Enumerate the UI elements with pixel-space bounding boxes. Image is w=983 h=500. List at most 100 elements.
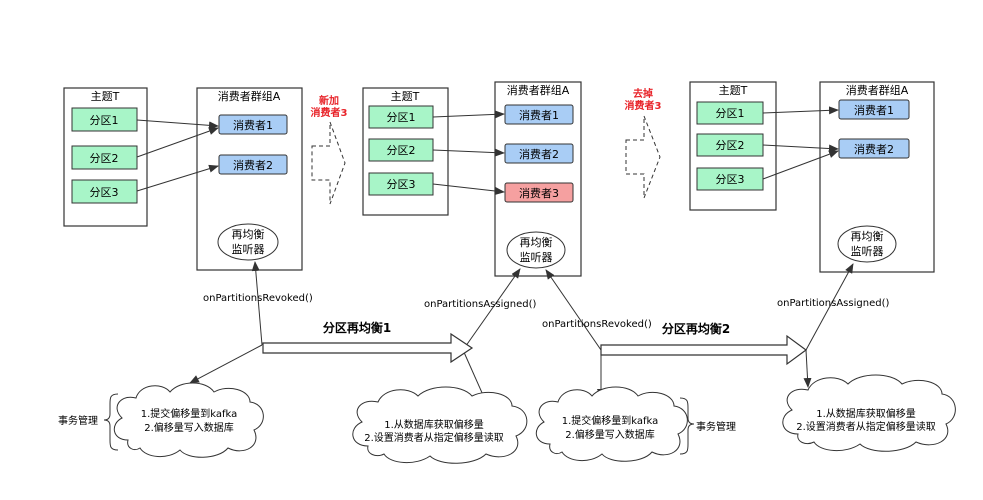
topic-title-1: 主题T [91,90,120,103]
partition-label: 分区2 [716,139,745,152]
brace-right [679,397,695,455]
callbacks: onPartitionsRevoked() onPartitionsAssign… [189,261,889,405]
tx-brace-2: 事务管理 [679,397,736,455]
consumer-label: 消费者2 [519,147,559,161]
callback-label-revoked-2: onPartitionsRevoked() [542,319,652,330]
transition-label: 消费者3 [311,106,348,119]
callback-label-assigned-2: onPartitionsAssigned() [777,298,889,309]
callback-line [805,263,854,351]
rebalance-listener-1 [217,223,279,261]
transition-label: 新加 [319,94,339,107]
cloud-shape [782,374,956,452]
listener-label: 再均衡 [520,236,553,249]
group-title-3: 消费者群组A [846,83,909,97]
transition-1: 新加 消费者3 [311,94,348,205]
consumer-3-1 [838,99,910,120]
assign-arrow [136,164,219,192]
assign-arrow [432,183,505,195]
cloud-line: 2.设置消费者从指定偏移量读取 [364,431,504,444]
cloud-commit-1: 1.提交偏移量到kafka 2.偏移量写入数据库 [113,382,264,458]
cloud-line: 2.偏移量写入数据库 [565,428,655,441]
cloud-fetch-1: 1.从数据库获取偏移量 2.设置消费者从指定偏移量读取 [352,386,528,464]
cloud-line: 2.设置消费者从指定偏移量读取 [796,420,936,433]
partition-1-1 [71,107,138,132]
callback-line [251,261,263,346]
consumer-label: 消费者1 [854,103,894,117]
rebalance-label-1: 分区再均衡1 [323,320,391,335]
stage-1: 主题T 分区1 分区2 分区3 消费者群组A 消费者1 消费者2 再均衡 监听器 [63,87,303,271]
rebalance-arrow-2 [600,334,808,366]
cloud-commit-2: 1.提交偏移量到kafka 2.偏移量写入数据库 [535,386,688,462]
cloud-line: 1.从数据库获取偏移量 [816,407,916,420]
consumer-label: 消费者1 [519,108,559,122]
callback-line [462,268,521,351]
callback-label-assigned-1: onPartitionsAssigned() [424,299,536,310]
dashed-arrow-1 [311,121,346,205]
cloud-shape [352,386,528,464]
cloud-shape [535,386,688,462]
tx-brace-1: 事务管理 [58,393,119,451]
partition-1-2 [71,145,138,170]
partition-label: 分区3 [90,186,119,199]
listener-label: 再均衡 [232,228,265,241]
partition-label: 分区1 [716,107,745,120]
consumer-label: 消费者3 [519,186,559,200]
topic-title-2: 主题T [391,90,420,103]
assign-arrow [432,148,505,157]
group-title-2: 消费者群组A [507,83,570,97]
listener-label: 再均衡 [851,230,884,243]
consumer-label: 消费者2 [854,142,894,156]
cloud-line: 1.从数据库获取偏移量 [384,418,484,431]
cloud-line: 2.偏移量写入数据库 [144,421,234,434]
rebalance-label-2: 分区再均衡2 [662,321,730,336]
group-title-1: 消费者群组A [218,89,281,103]
listener-label: 监听器 [232,243,265,256]
consumer-2-1 [504,104,574,125]
cloud-fetch-2: 1.从数据库获取偏移量 2.设置消费者从指定偏移量读取 [782,374,956,452]
dashed-arrow-2 [625,115,661,199]
assign-arrow [136,119,219,130]
consumer-2-2 [504,143,574,164]
transition-label: 消费者3 [625,99,662,112]
rebalance-listener-2 [506,231,566,269]
partition-1-3 [71,179,138,204]
cloud-line: 1.提交偏移量到kafka [562,414,659,427]
stage-3: 主题T 分区1 分区2 分区3 消费者群组A 消费者1 消费者2 再均衡 监听器 [689,81,935,273]
consumer-3-2 [838,138,910,159]
consumer-label: 消费者1 [233,118,273,132]
transition-2: 去掉 消费者3 [625,87,662,199]
partition-label: 分区2 [90,152,119,165]
stage-2: 主题T 分区1 分区2 分区3 消费者群组A 消费者1 消费者2 消费者3 再均… [362,81,582,277]
cloud-shape [113,382,264,458]
callback-line [803,349,812,388]
partition-label: 分区3 [716,173,745,186]
callback-line [189,344,263,384]
assign-arrow [762,144,839,153]
listener-label: 监听器 [851,245,884,258]
consumer-label: 消费者2 [233,158,273,172]
tx-label-2: 事务管理 [696,420,736,433]
rebalance-arrow-1 [262,332,474,364]
assign-arrow [136,127,219,158]
brace-left [103,393,119,451]
assign-arrow [762,150,839,180]
partition-label: 分区2 [387,144,416,157]
callback-line [545,269,602,351]
tx-label-1: 事务管理 [58,414,98,427]
cloud-line: 1.提交偏移量到kafka [141,407,238,420]
callback-label-revoked-1: onPartitionsRevoked() [203,293,313,304]
topic-title-3: 主题T [719,84,748,97]
assign-arrow [762,106,839,115]
consumer-1-2 [218,154,288,175]
listener-label: 监听器 [520,251,553,264]
rebalance-arrows: 分区再均衡1 分区再均衡2 [262,320,808,366]
partition-label: 分区1 [90,114,119,127]
partition-label: 分区1 [387,111,416,124]
transition-label: 去掉 [633,87,653,100]
consumer-1-1 [218,114,288,135]
assign-arrow [432,110,505,119]
partition-label: 分区3 [387,178,416,191]
rebalance-listener-3 [837,225,897,263]
consumer-2-3-new [504,182,574,203]
